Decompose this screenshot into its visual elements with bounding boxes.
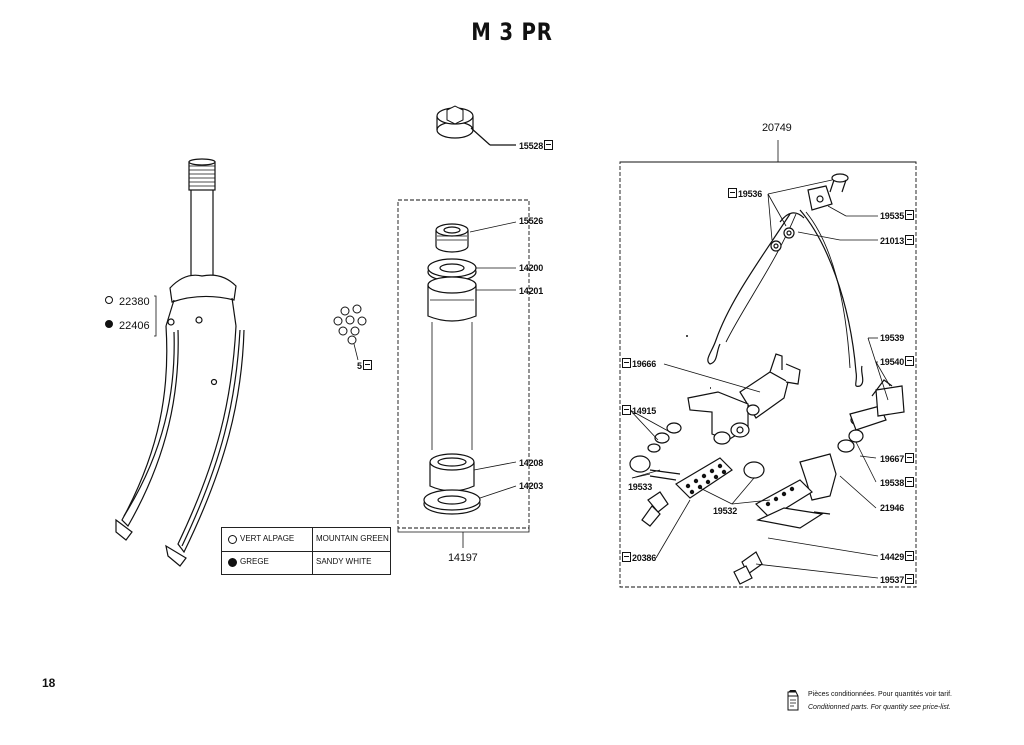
part-label-14915: 14915 bbox=[621, 405, 656, 416]
part-label-19539: 19539 bbox=[880, 333, 905, 343]
package-icon bbox=[787, 690, 799, 711]
open-circle-icon bbox=[105, 296, 113, 304]
package-icon bbox=[622, 552, 631, 562]
part-label-14203: 14203 bbox=[519, 481, 544, 491]
footnote: Pièces conditionnées. Pour quantités voi… bbox=[786, 688, 952, 714]
package-icon bbox=[905, 453, 915, 463]
package-icon bbox=[728, 188, 737, 198]
package-icon bbox=[905, 235, 915, 245]
part-label-21946: 21946 bbox=[880, 503, 905, 513]
part-label-19667: 19667 bbox=[880, 453, 915, 464]
package-icon bbox=[362, 360, 372, 370]
package-icon bbox=[905, 210, 915, 220]
part-label-20386: 20386 bbox=[621, 552, 656, 563]
package-icon bbox=[905, 551, 915, 561]
part-label-19532: 19532 bbox=[713, 506, 738, 516]
part-label-14208: 14208 bbox=[519, 458, 544, 468]
package-icon bbox=[622, 358, 631, 368]
part-label-21013: 21013 bbox=[880, 235, 915, 246]
legend-color-fr: VERT ALPAGE bbox=[240, 534, 295, 543]
part-label-19666: 19666 bbox=[621, 358, 656, 369]
part-label-14429: 14429 bbox=[880, 551, 915, 562]
part-label-19535: 19535 bbox=[880, 210, 915, 221]
legend-row: VERT ALPAGE MOUNTAIN GREEN bbox=[222, 528, 390, 552]
color-legend: VERT ALPAGE MOUNTAIN GREEN GREGE SANDY W… bbox=[221, 527, 391, 575]
package-icon bbox=[905, 574, 915, 584]
open-circle-icon bbox=[228, 535, 237, 544]
page-number: 18 bbox=[42, 676, 56, 690]
package-icon bbox=[622, 405, 631, 415]
package-icon bbox=[905, 477, 915, 487]
part-label-19536: 19536 bbox=[727, 188, 762, 199]
legend-color-fr: GREGE bbox=[240, 557, 269, 566]
part-label-15526: 15526 bbox=[519, 216, 544, 226]
brake-group-code: 20749 bbox=[762, 122, 792, 134]
filled-circle-icon bbox=[228, 558, 237, 567]
fork-drawing bbox=[115, 158, 245, 567]
part-label-19540: 19540 bbox=[880, 356, 915, 367]
package-icon bbox=[905, 356, 915, 366]
headset-drawing bbox=[333, 105, 530, 548]
footnote-en: Conditionned parts. For quantity see pri… bbox=[808, 704, 951, 711]
fork-color-code-2: 22406 bbox=[105, 320, 150, 332]
package-icon bbox=[544, 140, 554, 150]
filled-circle-icon bbox=[105, 320, 113, 328]
legend-color-en: MOUNTAIN GREEN bbox=[316, 534, 389, 543]
part-label-19538: 19538 bbox=[880, 477, 915, 488]
part-label-19533: 19533 bbox=[628, 482, 653, 492]
fork-color-code-1: 22380 bbox=[105, 296, 150, 308]
part-label-14201: 14201 bbox=[519, 286, 544, 296]
legend-color-en: SANDY WHITE bbox=[316, 557, 372, 566]
part-label-15528: 15528 bbox=[519, 140, 554, 151]
brake-drawing bbox=[619, 140, 917, 588]
legend-row: GREGE SANDY WHITE bbox=[222, 551, 390, 574]
page-title: M 3 PR bbox=[471, 18, 553, 46]
headset-group-code: 14197 bbox=[448, 552, 478, 564]
part-label-14200: 14200 bbox=[519, 263, 544, 273]
part-label-19537: 19537 bbox=[880, 574, 915, 585]
part-label-balls: 5 bbox=[357, 360, 373, 371]
footnote-fr: Pièces conditionnées. Pour quantités voi… bbox=[808, 691, 952, 698]
